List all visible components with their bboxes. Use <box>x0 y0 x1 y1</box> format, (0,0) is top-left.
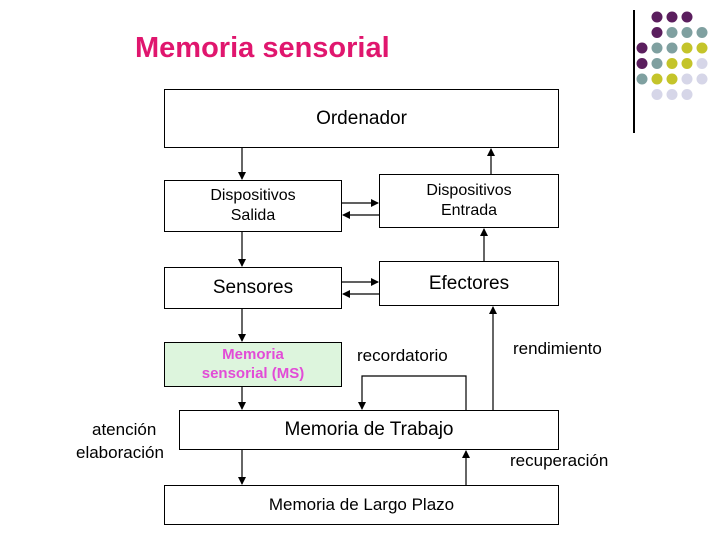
recordatorio-label: recordatorio <box>357 346 448 365</box>
decorative-dot <box>681 27 693 38</box>
decorative-dot <box>651 89 663 100</box>
page-title: Memoria sensorial <box>135 32 390 64</box>
arrow-recordatorio-loop <box>358 375 467 410</box>
decorative-dot <box>681 11 693 23</box>
decorative-dot <box>636 73 648 85</box>
sensores-box: Sensores <box>164 267 342 309</box>
decorative-dot <box>696 42 708 54</box>
decorative-dot <box>666 58 678 69</box>
ordenador-box: Ordenador <box>164 89 559 148</box>
decorative-dot <box>666 89 678 100</box>
sensores-label: Sensores <box>212 277 294 299</box>
decorative-dot <box>666 27 678 38</box>
decorative-dot <box>696 58 708 69</box>
memoria-sensorial-label: Memoria sensorial (MS) <box>201 345 305 382</box>
decorative-dot <box>636 42 648 54</box>
atencion-label: atención <box>92 420 157 439</box>
decorative-dot <box>651 27 663 38</box>
decorative-dot <box>681 73 693 85</box>
elaboracion-label: elaboración <box>76 443 164 462</box>
memoria-trabajo-label: Memoria de Trabajo <box>284 419 454 441</box>
memoria-sensorial-box: Memoria sensorial (MS) <box>164 342 342 387</box>
memoria-trabajo-box: Memoria de Trabajo <box>179 410 559 450</box>
dispositivos-entrada-label: Dispositivos Entrada <box>426 182 512 219</box>
ordenador-label: Ordenador <box>316 107 407 129</box>
decorative-dot <box>651 11 663 23</box>
decorative-dot <box>681 42 693 54</box>
efectores-box: Efectores <box>379 261 559 306</box>
decorative-dot <box>651 58 663 69</box>
dispositivos-salida-box: Dispositivos Salida <box>164 180 342 232</box>
decorative-dot <box>636 58 648 69</box>
decorative-dot <box>696 73 708 85</box>
memoria-largo-plazo-box: Memoria de Largo Plazo <box>164 485 559 525</box>
recuperacion-label: recuperación <box>510 451 609 470</box>
decorative-dot <box>651 42 663 54</box>
dispositivos-entrada-box: Dispositivos Entrada <box>379 174 559 228</box>
decorative-vertical-line <box>633 10 635 133</box>
decorative-dot <box>666 73 678 85</box>
decorative-dot <box>666 42 678 54</box>
decorative-dot <box>651 73 663 85</box>
dispositivos-salida-label: Dispositivos Salida <box>210 187 296 224</box>
decorative-dot <box>681 58 693 69</box>
efectores-label: Efectores <box>428 272 510 294</box>
memoria-largo-plazo-label: Memoria de Largo Plazo <box>268 495 455 515</box>
decorative-dot <box>681 89 693 100</box>
decorative-dot <box>696 27 708 38</box>
decorative-dot <box>666 11 678 23</box>
rendimiento-label: rendimiento <box>513 339 602 358</box>
